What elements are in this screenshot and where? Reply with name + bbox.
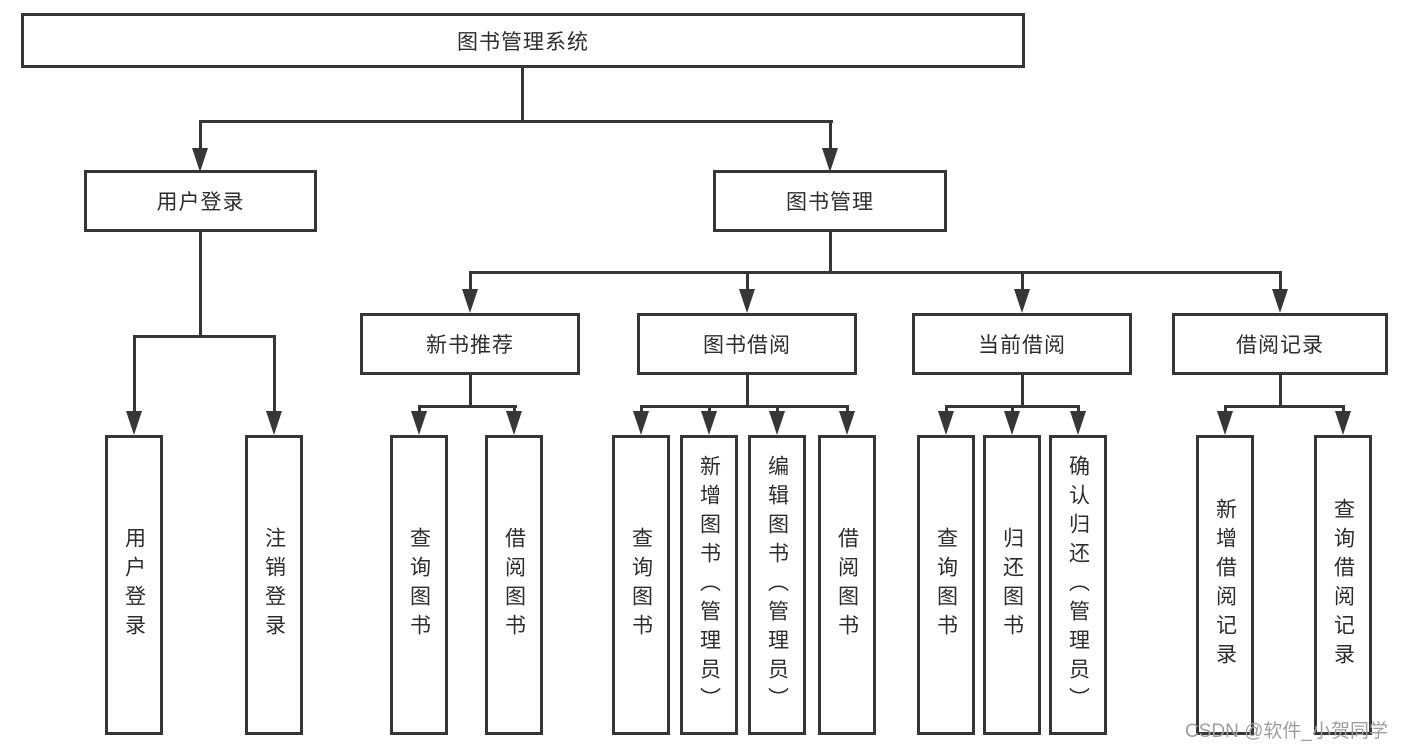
leaf-logout: 注销登录	[245, 435, 303, 735]
leaf-edit-book-admin: 编辑图书（管理员）	[748, 435, 806, 735]
leaf-query-books-borrow: 查询图书	[612, 435, 670, 735]
arrow-down	[739, 289, 755, 313]
connector-line	[829, 120, 832, 152]
connector-line	[418, 405, 517, 408]
watermark: CSDN @软件_小贺同学	[1185, 721, 1388, 742]
leaf-label: 新增图书（管理员）	[697, 454, 721, 716]
leaf-return-book: 归还图书	[983, 435, 1041, 735]
node-borrow-records: 借阅记录	[1172, 313, 1388, 375]
leaf-query-books-current: 查询图书	[917, 435, 975, 735]
connector-line	[846, 405, 849, 413]
connector-line	[133, 335, 136, 415]
arrow-down	[938, 411, 954, 435]
connector-line	[469, 375, 472, 408]
arrow-down	[411, 411, 427, 435]
node-new-book-recommend-label: 新书推荐	[426, 334, 514, 357]
connector-line	[199, 120, 833, 123]
arrow-down	[192, 148, 208, 172]
connector-line	[1279, 375, 1282, 408]
connector-line	[776, 405, 779, 413]
connector-line	[829, 232, 832, 274]
arrow-down	[266, 411, 282, 435]
arrow-down	[822, 148, 838, 172]
connector-line	[1011, 405, 1014, 413]
connector-line	[199, 232, 202, 338]
leaf-label: 查询图书	[629, 527, 653, 643]
leaf-label: 用户登录	[122, 527, 146, 643]
leaf-borrow-books: 借阅图书	[818, 435, 876, 735]
node-current-borrow: 当前借阅	[912, 313, 1132, 375]
connector-line	[1077, 405, 1080, 413]
leaf-label: 归还图书	[1000, 527, 1024, 643]
node-root-label: 图书管理系统	[457, 30, 589, 54]
connector-line	[708, 405, 711, 413]
connector-line	[513, 405, 516, 413]
leaf-label: 编辑图书（管理员）	[765, 454, 789, 716]
connector-line	[640, 405, 849, 408]
node-borrow-records-label: 借阅记录	[1236, 334, 1324, 357]
leaf-label: 借阅图书	[835, 527, 859, 643]
arrow-down	[1217, 411, 1233, 435]
leaf-add-borrow-record: 新增借阅记录	[1196, 435, 1254, 735]
node-book-borrow: 图书借阅	[637, 313, 857, 375]
connector-line	[1021, 271, 1024, 293]
connector-line	[521, 68, 524, 123]
arrow-down	[633, 411, 649, 435]
leaf-label: 注销登录	[262, 527, 286, 643]
connector-line	[1279, 271, 1282, 293]
connector-line	[418, 405, 421, 413]
node-user-login-label: 用户登录	[156, 191, 245, 214]
leaf-borrow-books-recommend: 借阅图书	[485, 435, 543, 735]
leaf-label: 查询图书	[407, 527, 431, 643]
arrow-down	[126, 411, 142, 435]
arrow-down	[506, 411, 522, 435]
connector-line	[133, 335, 276, 338]
leaf-label: 新增借阅记录	[1213, 498, 1237, 672]
arrow-down	[1070, 411, 1086, 435]
leaf-label: 查询图书	[934, 527, 958, 643]
node-current-borrow-label: 当前借阅	[978, 334, 1066, 357]
connector-line	[1224, 405, 1227, 413]
arrow-down	[1014, 289, 1030, 313]
node-root: 图书管理系统	[21, 13, 1025, 68]
connector-line	[640, 405, 643, 413]
connector-line	[469, 271, 1282, 274]
connector-line	[746, 375, 749, 408]
connector-line	[945, 405, 948, 413]
connector-line	[469, 271, 472, 293]
leaf-user-login: 用户登录	[105, 435, 163, 735]
connector-line	[1021, 375, 1024, 408]
arrow-down	[839, 411, 855, 435]
arrow-down	[769, 411, 785, 435]
arrow-down	[1004, 411, 1020, 435]
node-book-borrow-label: 图书借阅	[703, 334, 791, 357]
leaf-confirm-return-admin: 确认归还（管理员）	[1049, 435, 1107, 735]
node-new-book-recommend: 新书推荐	[360, 313, 580, 375]
leaf-query-borrow-record: 查询借阅记录	[1314, 435, 1372, 735]
node-user-login: 用户登录	[84, 170, 317, 232]
arrow-down	[1335, 411, 1351, 435]
arrow-down	[462, 289, 478, 313]
leaf-label: 确认归还（管理员）	[1066, 454, 1090, 716]
leaf-add-book-admin: 新增图书（管理员）	[680, 435, 738, 735]
connector-line	[1342, 405, 1345, 413]
connector-line	[746, 271, 749, 293]
arrow-down	[1272, 289, 1288, 313]
node-book-management-label: 图书管理	[786, 191, 874, 214]
arrow-down	[701, 411, 717, 435]
leaf-query-books-recommend: 查询图书	[390, 435, 448, 735]
node-book-management: 图书管理	[713, 170, 947, 232]
connector-line	[1224, 405, 1345, 408]
connector-line	[199, 120, 202, 152]
connector-line	[273, 335, 276, 415]
leaf-label: 查询借阅记录	[1331, 498, 1355, 672]
leaf-label: 借阅图书	[502, 527, 526, 643]
